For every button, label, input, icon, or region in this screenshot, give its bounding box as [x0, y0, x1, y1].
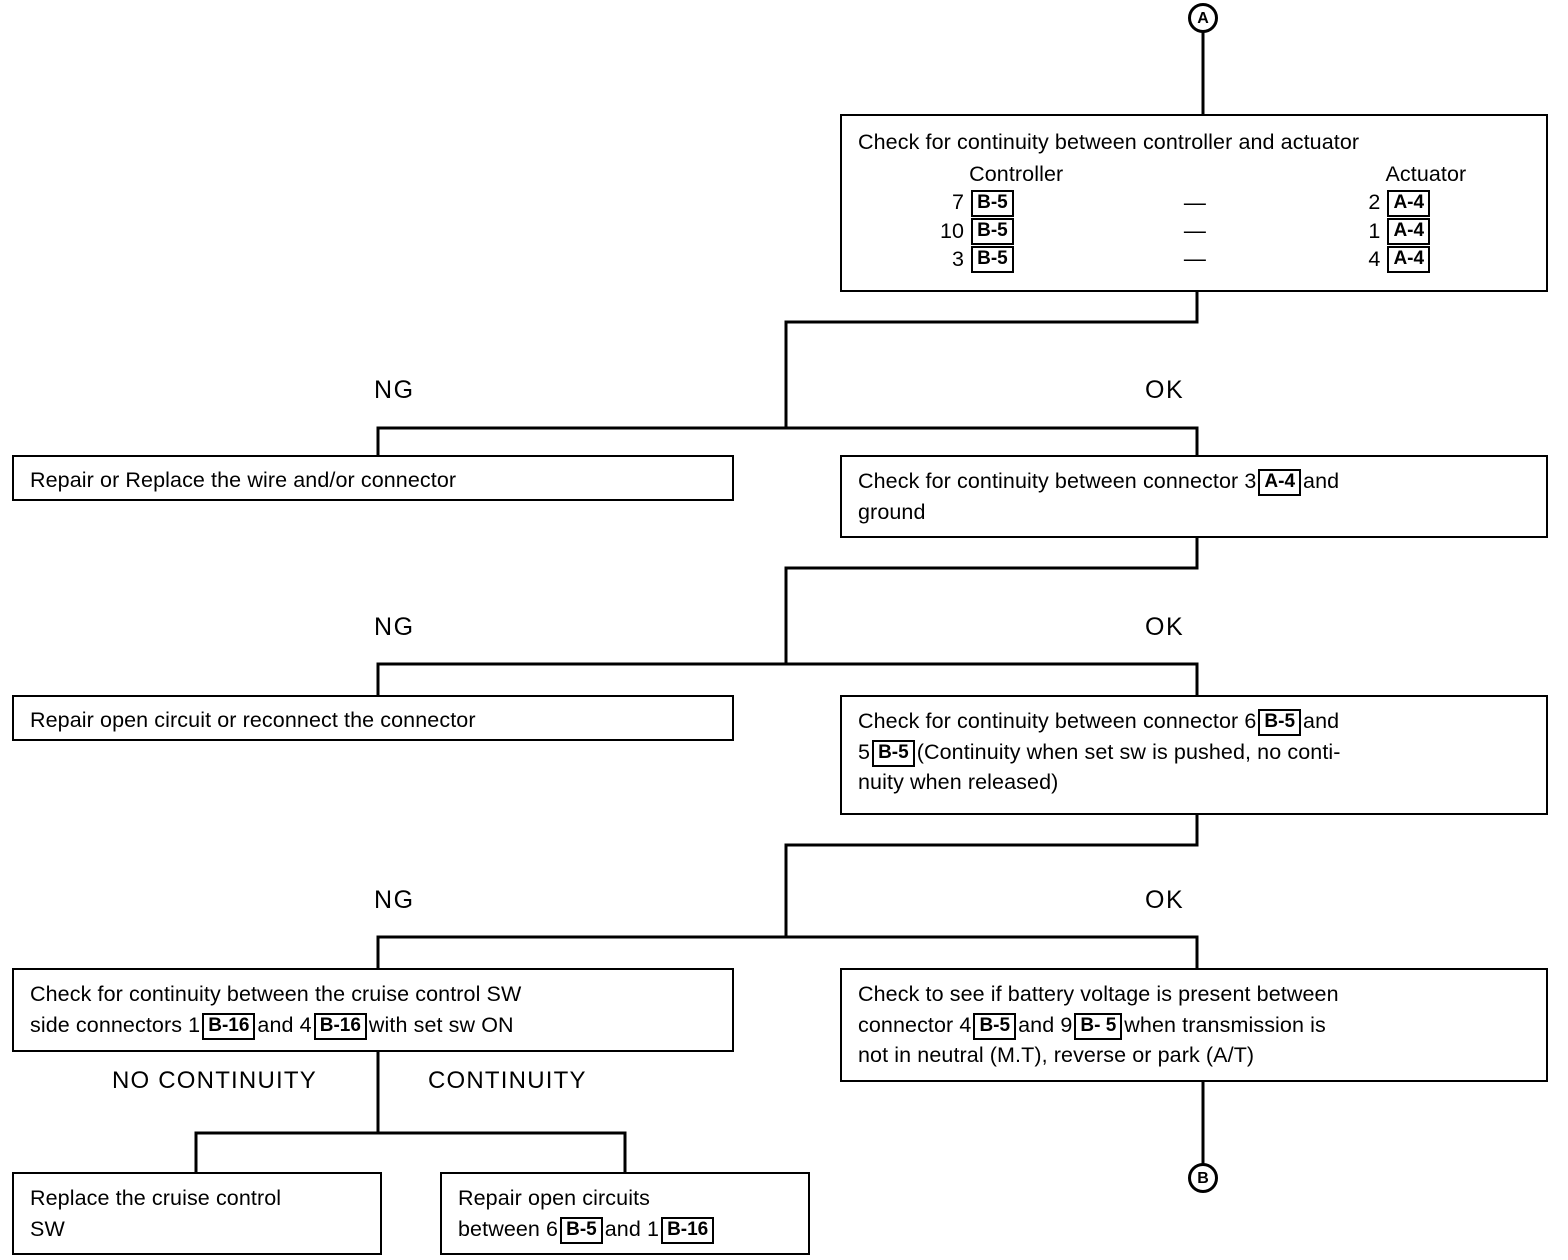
edge-label-ok-3: OK: [1145, 886, 1185, 914]
node-text: Repair open circuit or reconnect the con…: [30, 708, 476, 732]
pin-table-row: 3 B-5 — 4 A-4: [858, 245, 1532, 274]
actuator-pin: 4: [1368, 246, 1381, 271]
node-text-line-2: SW: [30, 1216, 65, 1241]
text-fragment: (Continuity when set sw is pushed, no co…: [916, 739, 1341, 764]
text-fragment: connector 4: [858, 1012, 972, 1037]
text-fragment: side connectors 1: [30, 1012, 201, 1037]
node-text-line-3: nuity when released): [858, 770, 1059, 795]
text-fragment: Check for continuity between connector 3: [858, 469, 1257, 493]
node-text: Repair or Replace the wire and/or connec…: [30, 468, 457, 492]
connector-chip: A-4: [1387, 218, 1431, 246]
page-connector-a: A: [1188, 3, 1218, 33]
connector-chip: B-5: [1258, 709, 1302, 737]
connector-chip: B-5: [560, 1216, 603, 1244]
text-fragment: Check for continuity between connector 6: [858, 709, 1257, 733]
text-fragment: when transmission is: [1124, 1012, 1326, 1037]
node-repair-open-reconnect: Repair open circuit or reconnect the con…: [12, 695, 734, 741]
connector-chip: A-4: [1387, 190, 1431, 218]
col-header-controller: Controller: [969, 161, 1064, 186]
col-header-actuator: Actuator: [1385, 161, 1467, 186]
page-connector-b: B: [1188, 1163, 1218, 1193]
node-text-line-1: Check for continuity between connector 6…: [858, 706, 1532, 737]
edge-label-ok-1: OK: [1145, 376, 1185, 404]
node-text-line-3: not in neutral (M.T), reverse or park (A…: [858, 1043, 1255, 1068]
connector-chip: A-4: [1387, 246, 1431, 274]
connector-chip: B-5: [973, 1012, 1017, 1040]
node-text-line-1: Repair open circuits: [458, 1186, 651, 1210]
node-text-line-1: Check to see if battery voltage is prese…: [858, 982, 1339, 1006]
dash-separator: —: [1183, 246, 1207, 272]
node-check-connector-6-5: Check for continuity between connector 6…: [840, 695, 1548, 815]
edge-label-ng-2: NG: [374, 613, 415, 641]
connector-chip: B- 5: [1074, 1012, 1123, 1040]
node-heading: Check for continuity between controller …: [858, 130, 1360, 154]
pin-mapping-table: Controller Actuator 7 B-5 — 2 A-4 10 B-5…: [858, 161, 1532, 274]
pin-table-header-row: Controller Actuator: [858, 161, 1532, 190]
node-check-connector3-ground: Check for continuity between connector 3…: [840, 455, 1548, 538]
actuator-pin: 1: [1368, 218, 1381, 243]
text-fragment: and: [1303, 709, 1340, 733]
connector-chip: A-4: [1258, 469, 1302, 497]
text-fragment: and 1: [604, 1216, 660, 1241]
edge-label-ng-3: NG: [374, 886, 415, 914]
text-fragment: and 9: [1018, 1012, 1073, 1037]
text-fragment: and 4: [257, 1012, 312, 1037]
connector-chip: B-5: [872, 739, 915, 767]
node-replace-cruise-sw: Replace the cruise control SW: [12, 1172, 382, 1255]
connector-chip: B-16: [202, 1012, 256, 1040]
controller-pin: 10: [939, 218, 965, 243]
node-repair-replace-wire: Repair or Replace the wire and/or connec…: [12, 455, 734, 501]
controller-pin: 7: [952, 190, 965, 215]
pin-table-row: 7 B-5 — 2 A-4: [858, 189, 1532, 218]
node-text-line-1: Check for continuity between the cruise …: [30, 982, 522, 1006]
edge-label-continuity: CONTINUITY: [428, 1067, 587, 1094]
controller-pin: 3: [952, 246, 965, 271]
dash-separator: —: [1183, 190, 1207, 216]
actuator-pin: 2: [1368, 190, 1381, 215]
text-fragment: with set sw ON: [368, 1012, 514, 1037]
node-check-controller-actuator: Check for continuity between controller …: [840, 114, 1548, 292]
edge-label-ng-1: NG: [374, 376, 415, 404]
node-text-line-1: Replace the cruise control: [30, 1186, 282, 1210]
edge-label-ok-2: OK: [1145, 613, 1185, 641]
text-fragment: between 6: [458, 1216, 559, 1241]
connector-chip: B-16: [661, 1216, 715, 1244]
connector-chip: B-5: [971, 246, 1014, 274]
dash-separator: —: [1183, 218, 1207, 244]
text-fragment: 5: [858, 739, 871, 764]
connector-chip: B-16: [313, 1012, 367, 1040]
node-text-line-1: Check for continuity between connector 3…: [858, 466, 1532, 497]
node-check-cruise-sw: Check for continuity between the cruise …: [12, 968, 734, 1052]
node-check-battery-voltage: Check to see if battery voltage is prese…: [840, 968, 1548, 1082]
connector-chip: B-5: [971, 218, 1014, 246]
pin-table-row: 10 B-5 — 1 A-4: [858, 217, 1532, 246]
text-fragment: and: [1303, 469, 1340, 493]
connector-chip: B-5: [971, 190, 1014, 218]
node-text-line-2: ground: [858, 499, 926, 524]
edge-label-no-continuity: NO CONTINUITY: [112, 1067, 317, 1094]
